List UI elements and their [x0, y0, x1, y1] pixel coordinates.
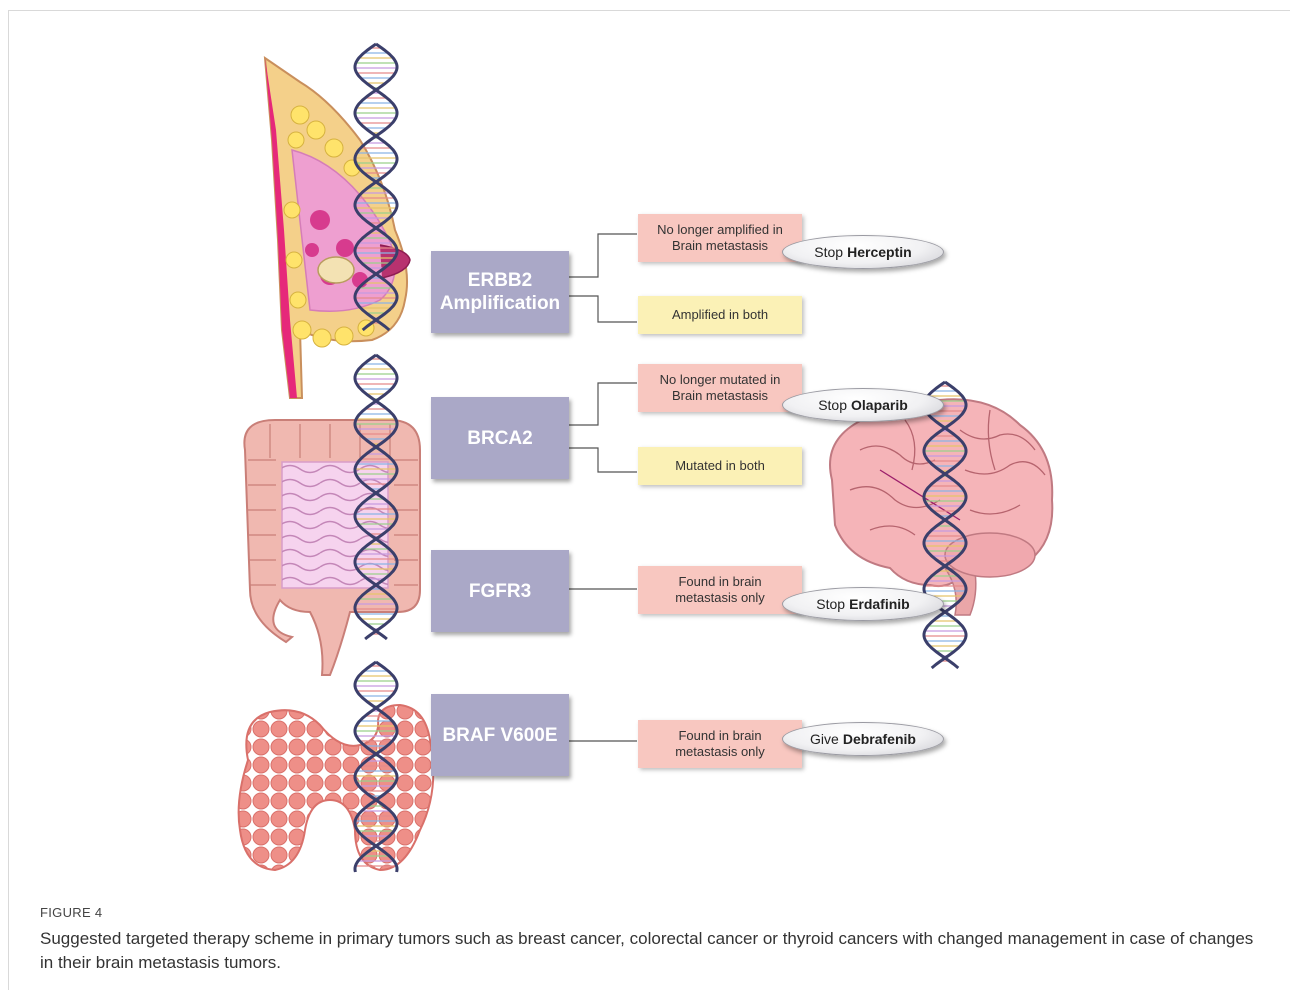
figure-caption: Suggested targeted therapy scheme in pri…	[40, 927, 1270, 975]
drug-name: Erdafinib	[849, 596, 910, 612]
action-pill-herceptin: Stop Herceptin	[782, 235, 944, 269]
action-pill-olaparib: Stop Olaparib	[782, 388, 944, 422]
breast-illustration	[265, 58, 410, 398]
outcome-fgfr3-brain-only: Found in brain metastasis only	[638, 566, 802, 614]
action-pill-erdafinib: Stop Erdafinib	[782, 587, 944, 621]
gene-box-erbb2: ERBB2 Amplification	[431, 251, 569, 333]
outcome-erbb2-amplified-both: Amplified in both	[638, 296, 802, 334]
drug-name: Olaparib	[851, 397, 908, 413]
gene-box-braf: BRAF V600E	[431, 694, 569, 776]
outcome-brca2-mutated-both: Mutated in both	[638, 447, 802, 485]
action-verb: Stop	[816, 596, 845, 612]
drug-name: Debrafenib	[843, 731, 916, 747]
action-verb: Stop	[814, 244, 843, 260]
gene-box-brca2: BRCA2	[431, 397, 569, 479]
action-verb: Stop	[818, 397, 847, 413]
action-pill-debrafenib: Give Debrafenib	[782, 722, 944, 756]
outcome-erbb2-not-amplified: No longer amplified in Brain metastasis	[638, 214, 802, 262]
colon-illustration	[244, 420, 420, 675]
outcome-brca2-not-mutated: No longer mutated in Brain metastasis	[638, 364, 802, 412]
drug-name: Herceptin	[847, 244, 912, 260]
gene-box-fgfr3: FGFR3	[431, 550, 569, 632]
outcome-braf-brain-only: Found in brain metastasis only	[638, 720, 802, 768]
thyroid-illustration	[239, 705, 434, 870]
figure-label: FIGURE 4	[40, 905, 102, 920]
connector-lines	[569, 234, 637, 741]
action-verb: Give	[810, 731, 839, 747]
